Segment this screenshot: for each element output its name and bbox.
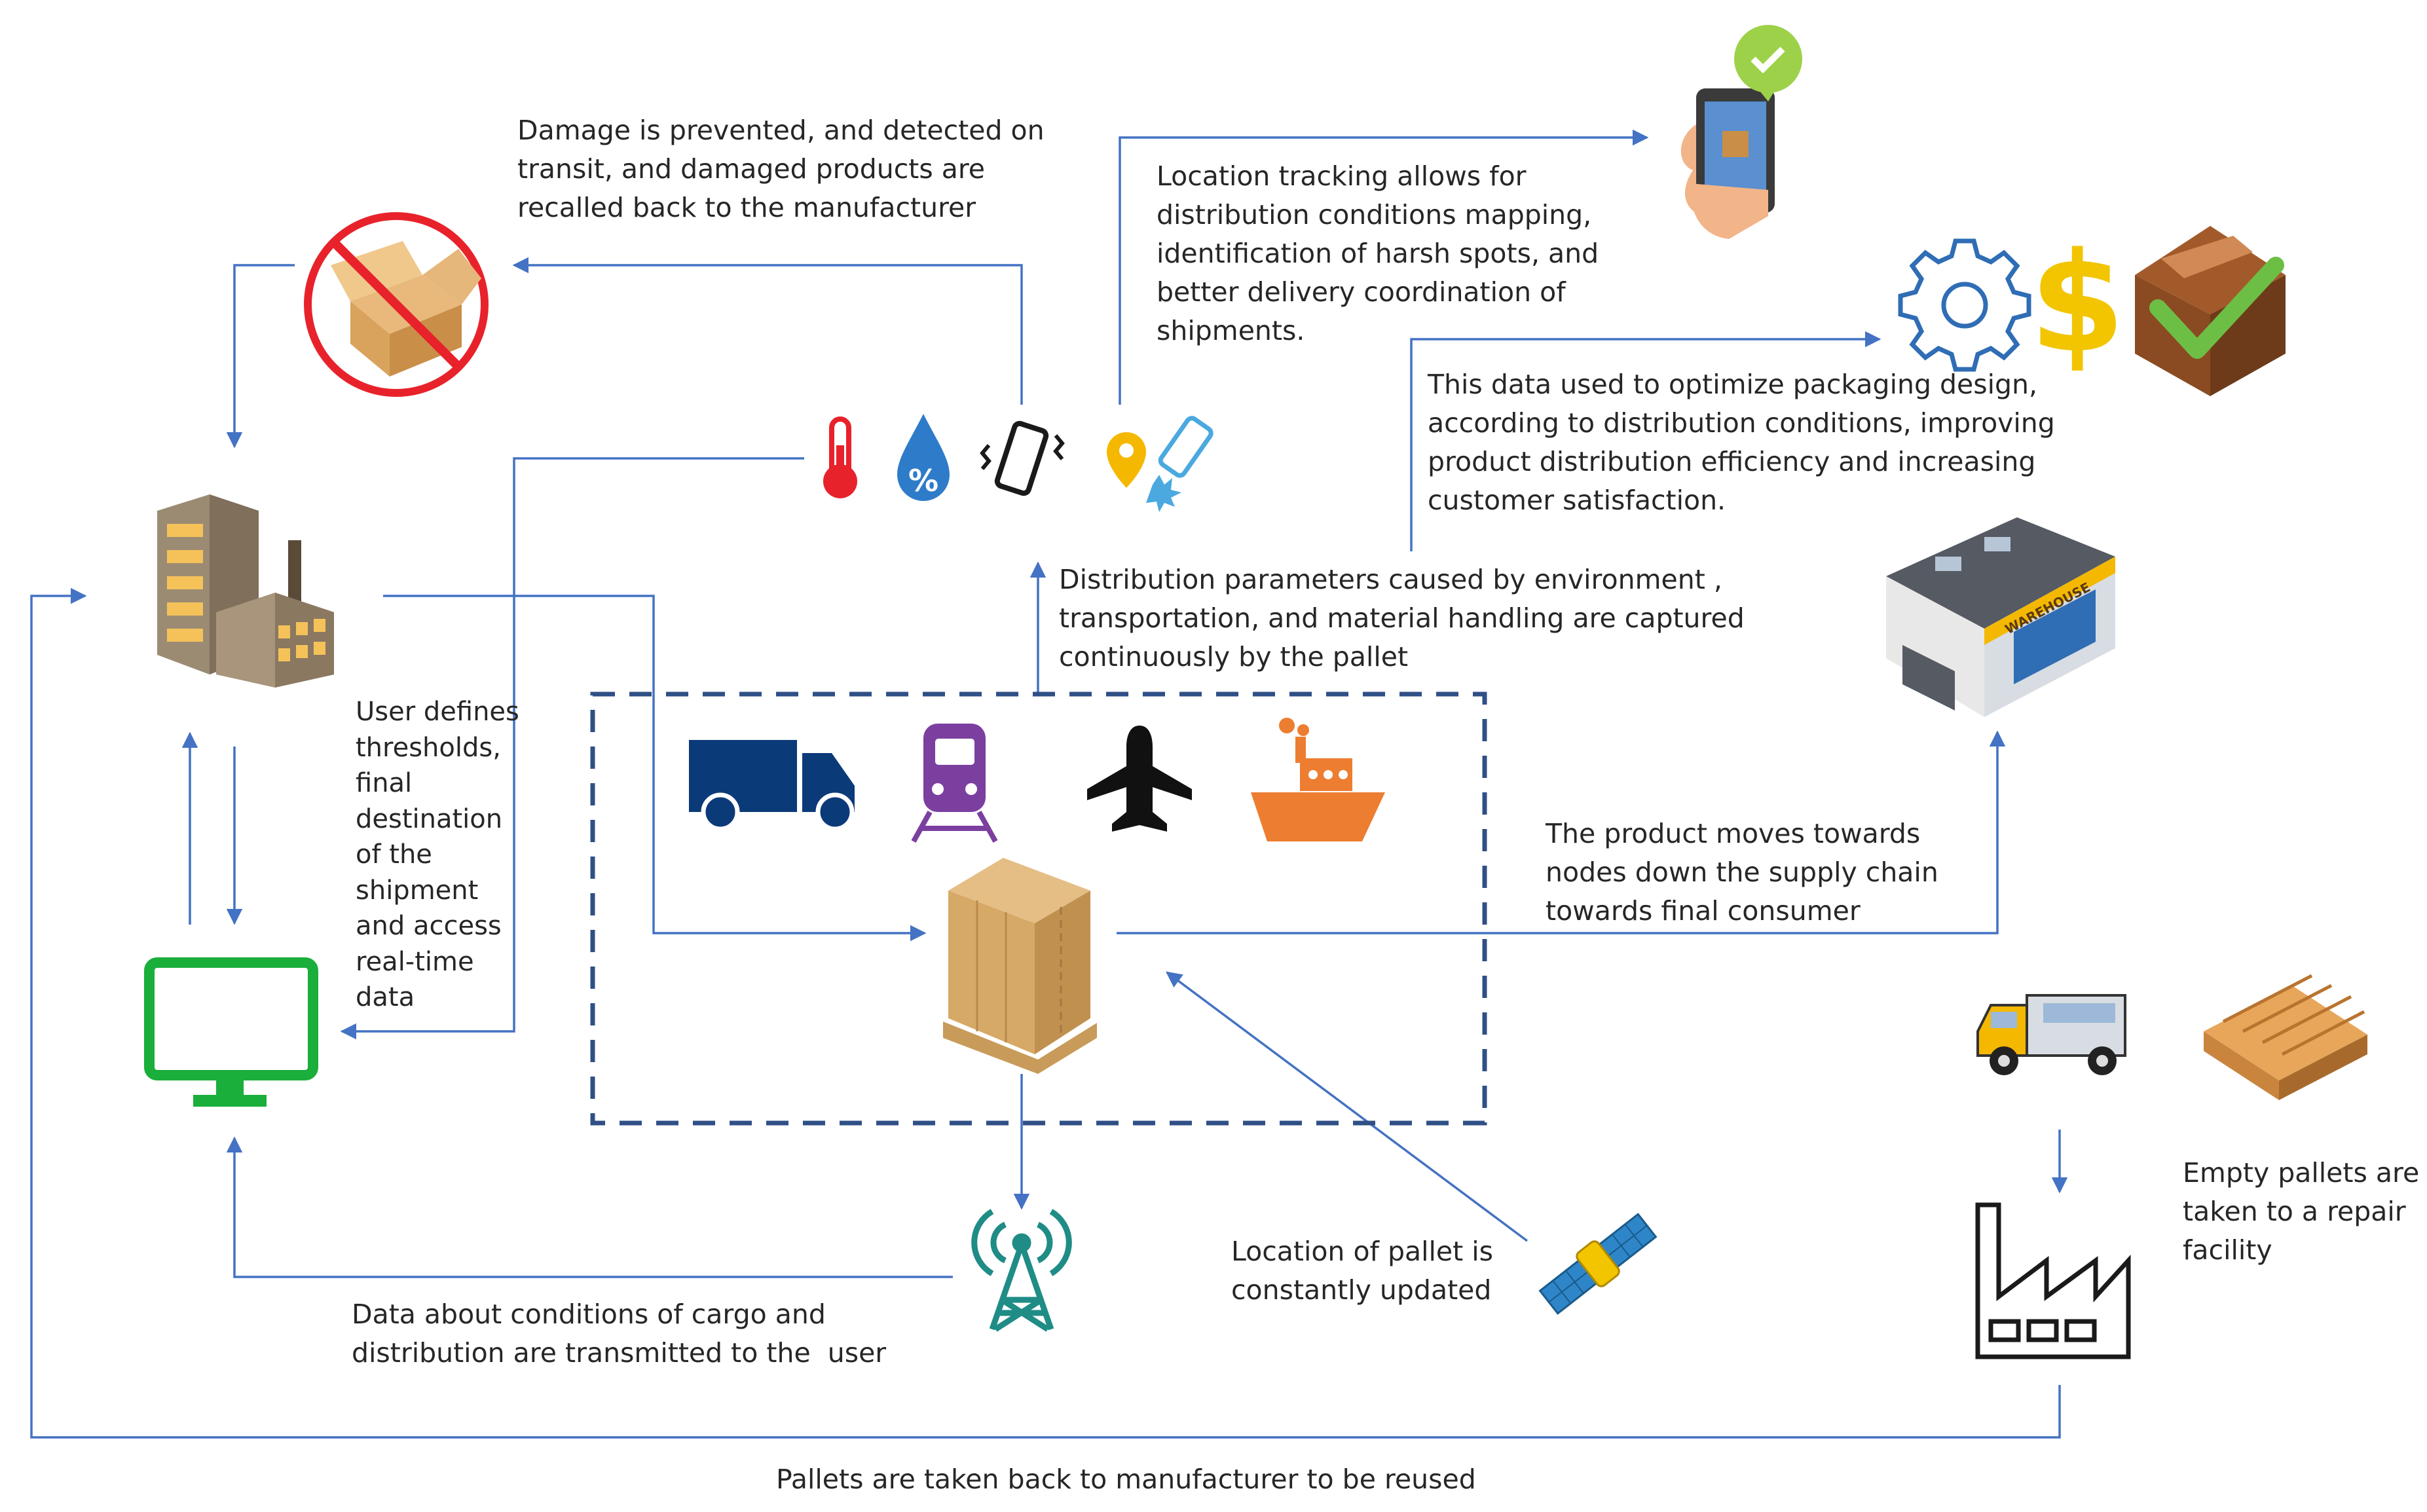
- arrow-factory-to-pallet: [383, 595, 927, 942]
- arrow-pallet-to-warehouse: [1117, 730, 2006, 934]
- svg-text:%: %: [908, 463, 938, 498]
- arrow-to-damaged-box: [512, 257, 1023, 405]
- arrow-damaged-box-to-factory: [226, 264, 295, 449]
- dollar-icon: $: [2029, 223, 2125, 383]
- pallets-back-annotation: Pallets are taken back to manufacturer t…: [776, 1464, 1476, 1495]
- product-moves-annotation: The product moves towards nodes down the…: [1546, 818, 1938, 927]
- warehouse-icon: WAREHOUSE: [1886, 517, 2115, 717]
- airplane-icon: [1087, 726, 1192, 832]
- damaged-box-icon: [304, 212, 489, 397]
- data-transmitted-annotation: Data about conditions of cargo and distr…: [352, 1299, 887, 1369]
- smartphone-icon: [1680, 25, 1802, 239]
- thermometer-icon: [823, 416, 857, 498]
- location-updated-annotation: Location of pallet is constantly updated: [1231, 1236, 1494, 1306]
- user-defines-annotation: User defines thresholds, final destinati…: [356, 697, 519, 1012]
- ship-icon: [1251, 718, 1385, 841]
- vibration-icon: [980, 420, 1065, 496]
- monitor-icon: [144, 957, 318, 1107]
- humidity-icon: %: [897, 414, 950, 501]
- arrow-to-smartphone: [1119, 129, 1649, 405]
- svg-text:$: $: [2029, 223, 2125, 383]
- train-icon: [911, 724, 998, 843]
- van-icon: [1976, 994, 2126, 1075]
- satellite-icon: [1538, 1213, 1658, 1315]
- shock-icon: [1146, 416, 1214, 512]
- empty-pallets-annotation: Empty pallets are taken to a repair faci…: [2183, 1157, 2420, 1266]
- optimize-annotation: This data used to optimize packaging des…: [1428, 369, 2055, 516]
- pallet-boxes-icon: [943, 858, 1097, 1074]
- wooden-pallet-icon: [2204, 974, 2367, 1100]
- arrow-return-loop: [30, 587, 2061, 1439]
- pallet-dashed-box: [590, 691, 1487, 1126]
- location-pin-icon: [1107, 432, 1146, 488]
- damage-annotation: Damage is prevented, and detected on tra…: [517, 115, 1045, 223]
- truck-icon: [689, 740, 855, 832]
- location-tracking-annotation: Location tracking allows for distributio…: [1157, 160, 1599, 346]
- factory-icon: [157, 494, 334, 688]
- arrow-sensors-to-monitor: [340, 457, 804, 1040]
- arrow-satellite-to-pallet: [1166, 971, 1528, 1242]
- cell-tower-icon: [971, 1209, 1072, 1332]
- distribution-params-annotation: Distribution parameters caused by enviro…: [1059, 564, 1745, 673]
- repair-facility-icon: [1975, 1202, 2131, 1359]
- arrow-tower-to-monitor: [226, 1136, 953, 1278]
- arrow-to-optimization: [1410, 331, 1881, 551]
- approved-box-icon: [2135, 226, 2286, 396]
- connector-arrows: [30, 129, 2068, 1439]
- gear-icon: [1898, 238, 2031, 372]
